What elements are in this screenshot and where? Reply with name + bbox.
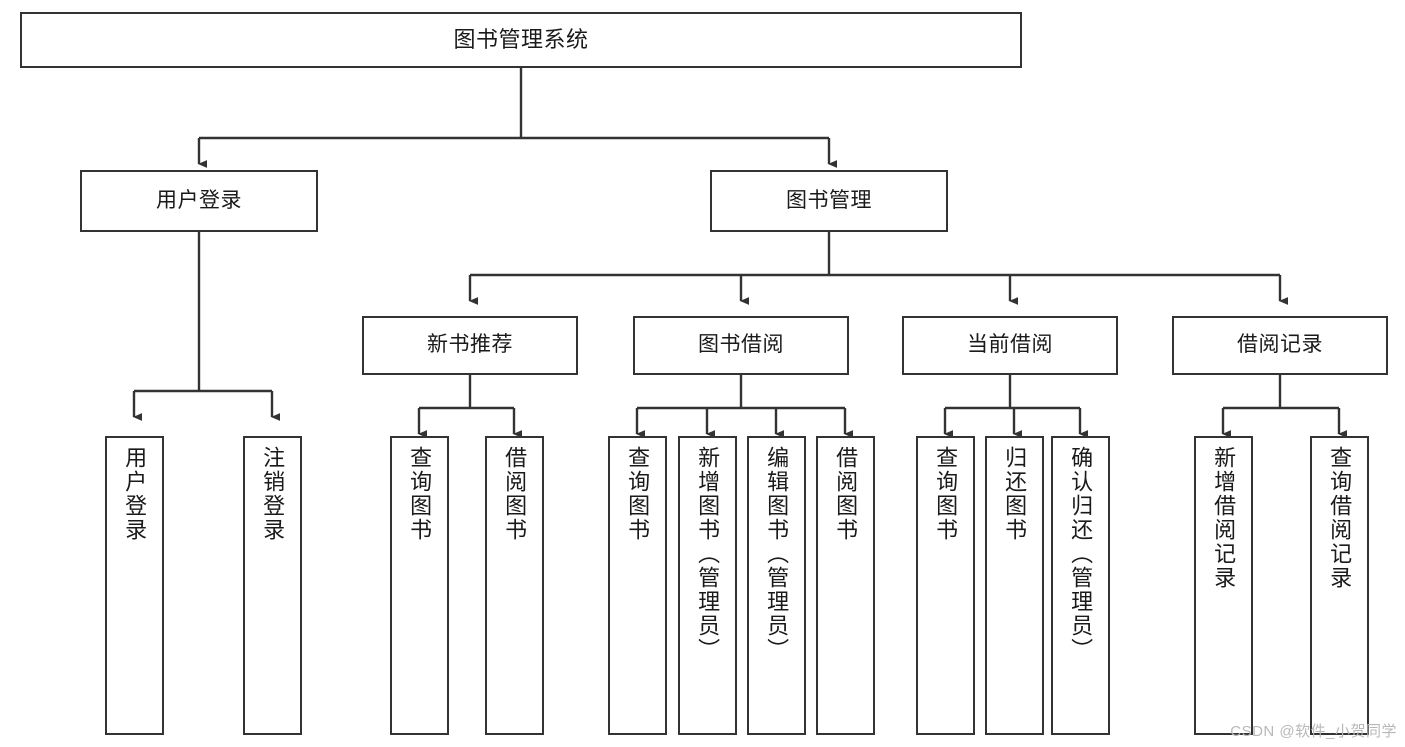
node-label: 归还图书 bbox=[1002, 446, 1028, 542]
node-label: 查询借阅记录 bbox=[1327, 446, 1353, 590]
node-label: 新增借阅记录 bbox=[1211, 446, 1237, 590]
node-leaf-add-book-admin[interactable]: 新增图书（管理员） bbox=[678, 436, 737, 735]
node-leaf-query-book-recommend[interactable]: 查询图书 bbox=[390, 436, 449, 735]
node-label: 查询图书 bbox=[933, 446, 959, 542]
node-label: 借阅图书 bbox=[502, 446, 528, 542]
node-current-borrow[interactable]: 当前借阅 bbox=[902, 316, 1118, 375]
node-root-book-management-system[interactable]: 图书管理系统 bbox=[20, 12, 1022, 68]
node-user-login[interactable]: 用户登录 bbox=[80, 170, 318, 232]
node-leaf-return-book[interactable]: 归还图书 bbox=[985, 436, 1044, 735]
node-label: 查询图书 bbox=[625, 446, 651, 542]
edges-group bbox=[132, 68, 1339, 434]
node-leaf-add-borrow-record[interactable]: 新增借阅记录 bbox=[1194, 436, 1253, 735]
node-leaf-user-logout[interactable]: 注销登录 bbox=[243, 436, 302, 735]
node-label: 新书推荐 bbox=[427, 333, 513, 357]
csdn-watermark: CSDN @软件_小贺同学 bbox=[1230, 723, 1397, 740]
node-leaf-query-borrow-record[interactable]: 查询借阅记录 bbox=[1310, 436, 1369, 735]
node-label: 编辑图书（管理员） bbox=[764, 446, 790, 662]
node-label: 确认归还（管理员） bbox=[1068, 446, 1094, 662]
node-label: 用户登录 bbox=[156, 188, 242, 212]
node-label: 图书借阅 bbox=[698, 333, 784, 357]
node-leaf-borrow-book[interactable]: 借阅图书 bbox=[816, 436, 875, 735]
node-leaf-user-login[interactable]: 用户登录 bbox=[105, 436, 164, 735]
node-leaf-query-book-borrow[interactable]: 查询图书 bbox=[608, 436, 667, 735]
node-label: 借阅图书 bbox=[833, 446, 859, 542]
node-leaf-query-book-current[interactable]: 查询图书 bbox=[916, 436, 975, 735]
node-label: 新增图书（管理员） bbox=[695, 446, 721, 662]
node-label: 当前借阅 bbox=[967, 333, 1053, 357]
node-leaf-edit-book-admin[interactable]: 编辑图书（管理员） bbox=[747, 436, 806, 735]
node-label: 图书管理 bbox=[786, 188, 872, 212]
node-label: 查询图书 bbox=[407, 446, 433, 542]
node-label: 注销登录 bbox=[260, 446, 286, 542]
node-label: 借阅记录 bbox=[1237, 333, 1323, 357]
node-label: 图书管理系统 bbox=[453, 27, 589, 53]
node-new-book-recommend[interactable]: 新书推荐 bbox=[362, 316, 578, 375]
node-leaf-confirm-return-admin[interactable]: 确认归还（管理员） bbox=[1051, 436, 1110, 735]
node-borrow-record[interactable]: 借阅记录 bbox=[1172, 316, 1388, 375]
node-book-borrow[interactable]: 图书借阅 bbox=[633, 316, 849, 375]
node-book-management[interactable]: 图书管理 bbox=[710, 170, 948, 232]
node-label: 用户登录 bbox=[122, 446, 148, 542]
node-leaf-borrow-book-recommend[interactable]: 借阅图书 bbox=[485, 436, 544, 735]
